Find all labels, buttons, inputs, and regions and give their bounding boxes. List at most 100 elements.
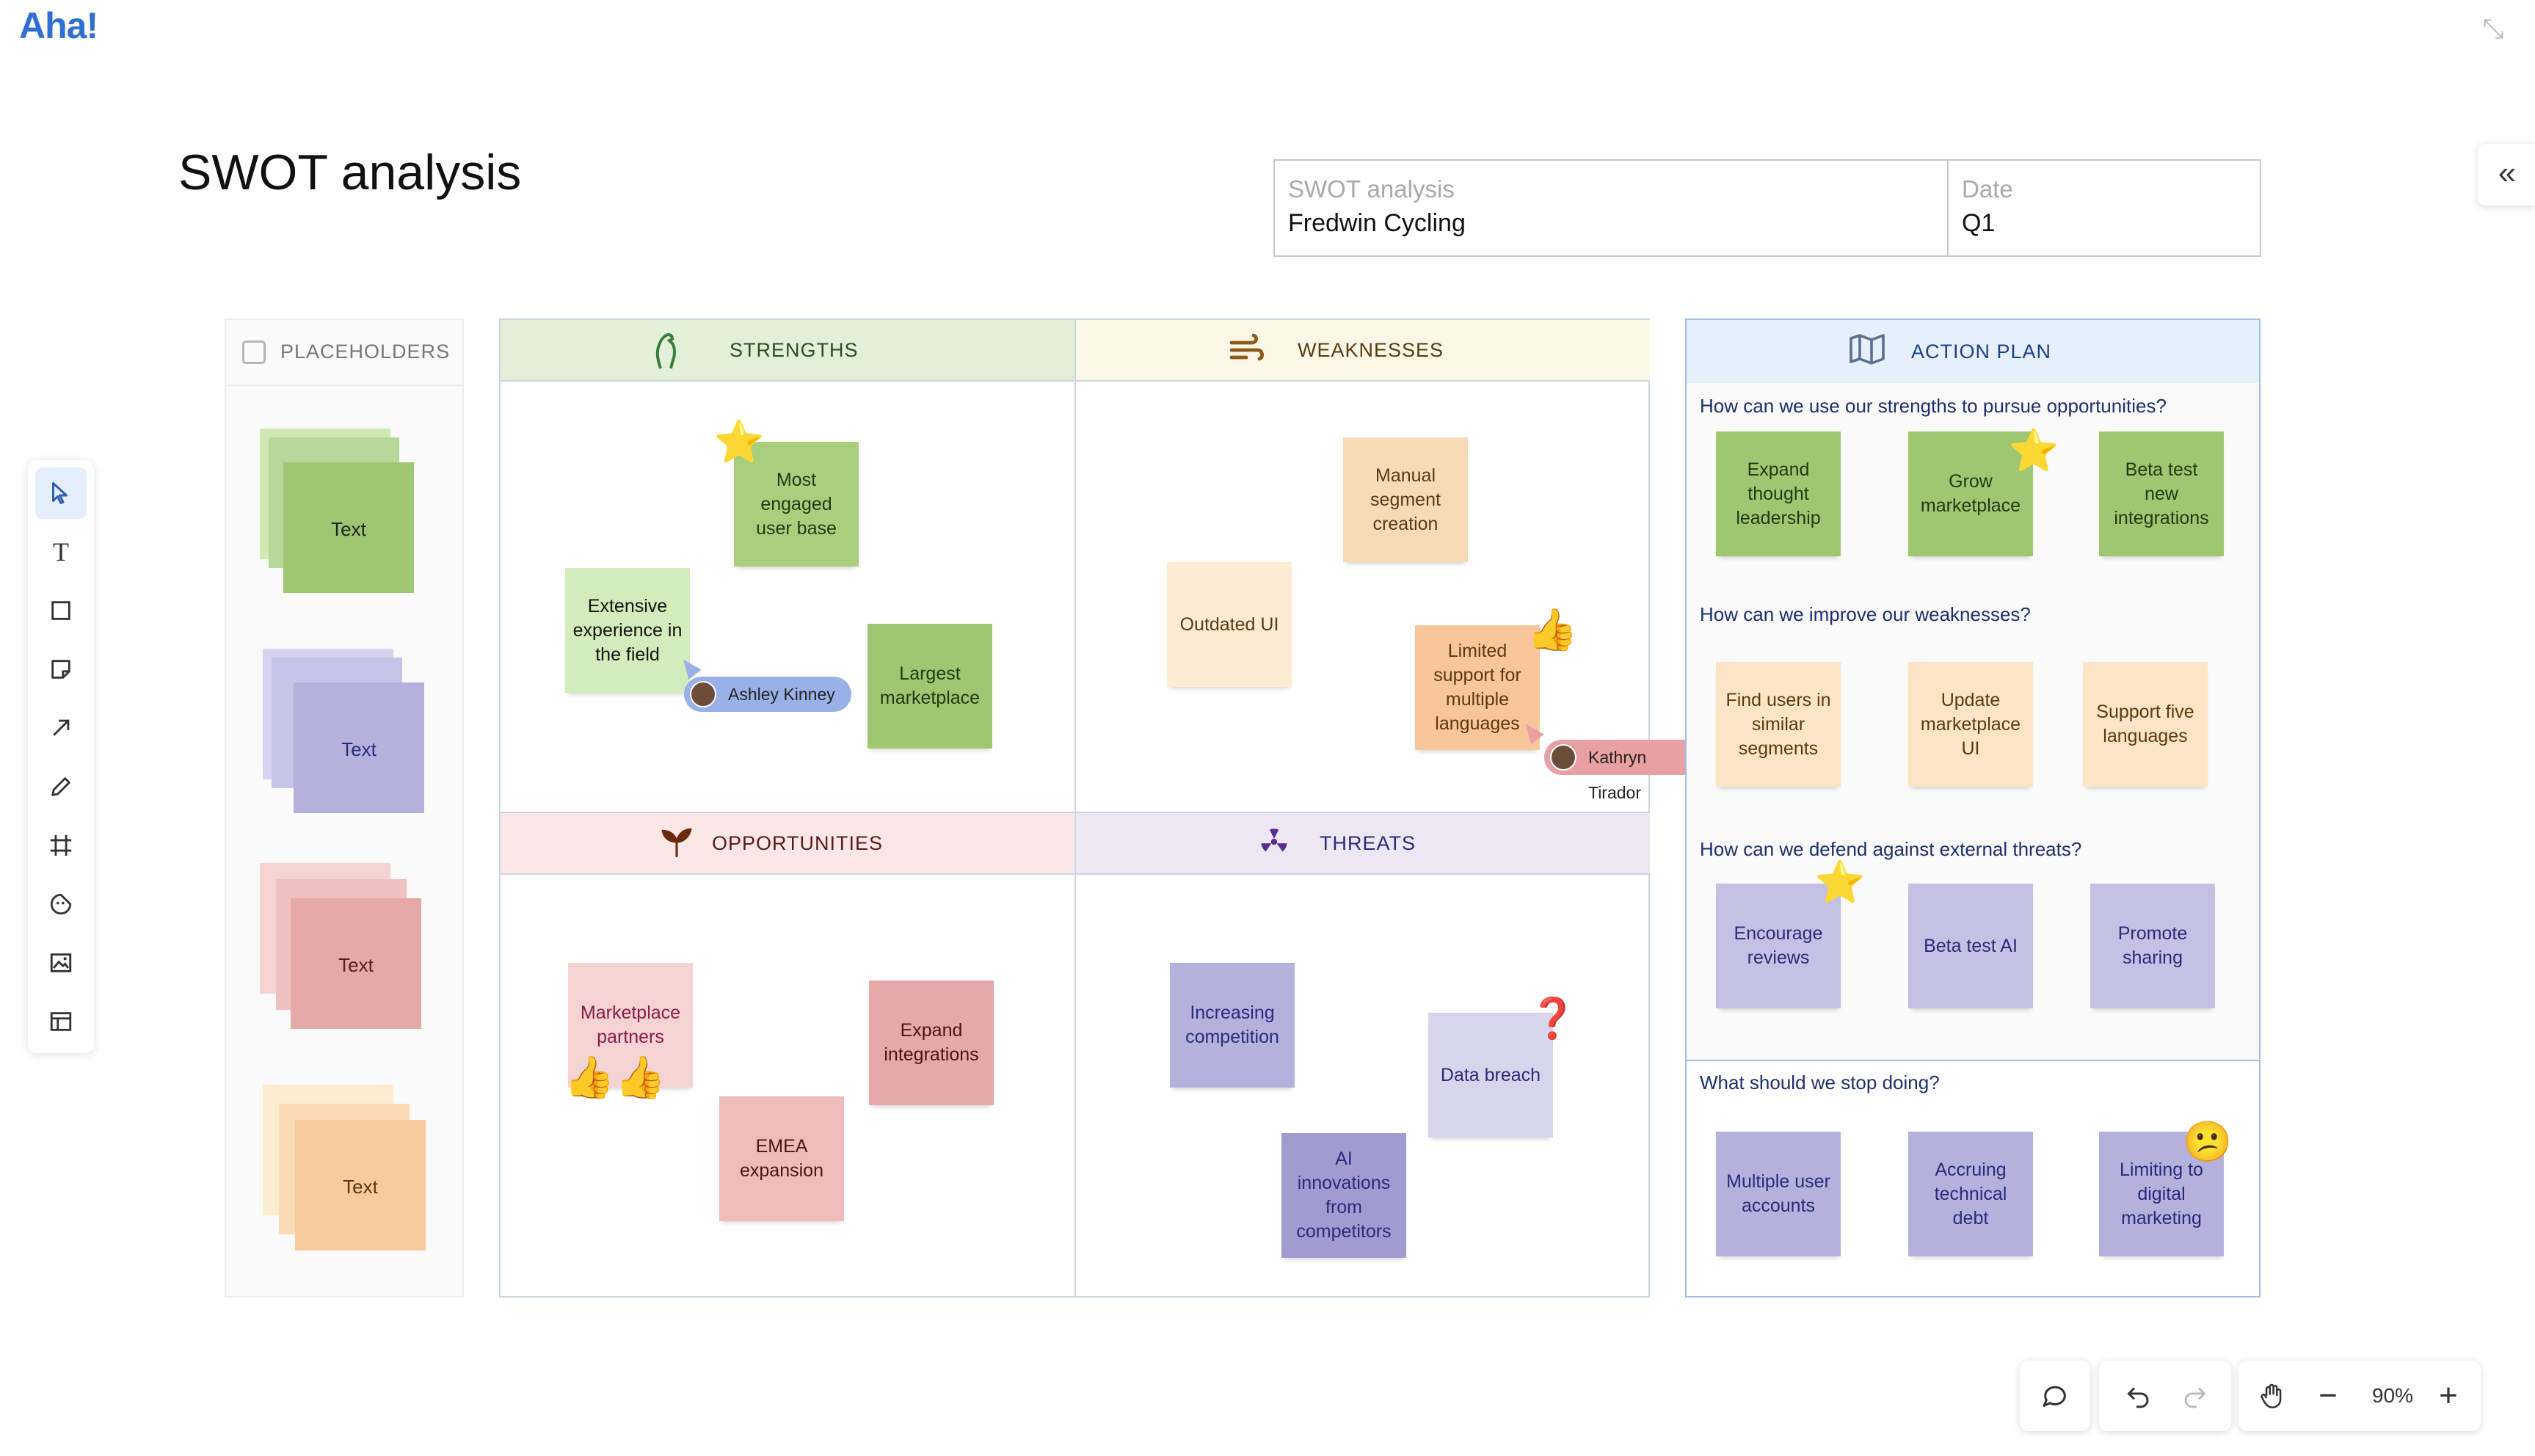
template-tool[interactable] — [35, 996, 87, 1047]
comment-button-group — [2020, 1361, 2090, 1431]
sticky-note[interactable]: Expand thought leadership — [1716, 432, 1841, 556]
map-icon — [1848, 332, 1886, 374]
frame-icon — [50, 834, 72, 856]
star-sticker-icon[interactable]: ⭐ — [713, 418, 765, 465]
placeholders-header: PLACEHOLDERS — [226, 320, 462, 386]
sticky-note-icon — [242, 341, 266, 364]
meta-name-value[interactable]: Fredwin Cycling — [1288, 209, 1466, 237]
star-sticker-icon[interactable]: ⭐ — [2008, 427, 2059, 473]
sticky-note[interactable]: AI innovations from competitors — [1281, 1133, 1406, 1258]
sticky-note[interactable]: Support five languages — [2083, 662, 2208, 787]
text-tool[interactable]: T — [35, 526, 87, 578]
action-plan-section: What should we stop doing? Multiple user… — [1687, 1060, 2259, 1297]
redo-button[interactable] — [2172, 1374, 2216, 1418]
placeholder-stack-purple[interactable]: Text — [263, 649, 424, 813]
sticky-note[interactable]: Increasing competition — [1170, 963, 1295, 1088]
comment-button[interactable] — [2033, 1374, 2077, 1418]
image-icon — [50, 953, 72, 972]
frame-tool[interactable] — [35, 820, 87, 871]
opportunities-quadrant: OPPORTUNITIES Marketplace partners 👍👍 Ex… — [501, 813, 1076, 1297]
placeholder-label: Text — [331, 518, 366, 540]
drawing-toolbar: T — [28, 460, 94, 1053]
sticky-note[interactable]: Beta test new integrations — [2099, 432, 2224, 556]
opportunities-header: OPPORTUNITIES — [501, 813, 1074, 875]
placeholder-stack-green[interactable]: Text — [260, 429, 414, 593]
thumbs-up-sticker-icon[interactable]: 👍 — [1527, 606, 1578, 652]
meta-date-value[interactable]: Q1 — [1962, 209, 1996, 237]
sticky-note[interactable]: EMEA expansion — [719, 1096, 844, 1221]
shape-tool[interactable] — [35, 585, 87, 636]
template-icon — [50, 1012, 72, 1031]
sticky-note[interactable]: Grow marketplace — [1908, 432, 2033, 556]
sticky-note[interactable]: Most engaged user base — [734, 442, 859, 567]
undo-button[interactable] — [2117, 1374, 2161, 1418]
action-plan-panel: ACTION PLAN How can we use our strengths… — [1685, 318, 2261, 1297]
avatar — [690, 681, 716, 707]
meta-name-cell[interactable]: SWOT analysis Fredwin Cycling — [1275, 161, 1949, 255]
board-meta-table: SWOT analysis Fredwin Cycling Date Q1 — [1273, 159, 2261, 257]
sticker-tool[interactable] — [35, 878, 87, 930]
sticky-note[interactable]: Accruing technical debt — [1908, 1132, 2033, 1256]
placeholder-label: Text — [341, 738, 377, 760]
expand-panel-button[interactable]: « — [2478, 144, 2535, 205]
star-sticker-icon[interactable]: ⭐ — [1814, 859, 1866, 905]
sticky-note[interactable]: Promote sharing — [2090, 884, 2215, 1008]
sticky-note[interactable]: Manual segment creation — [1343, 437, 1468, 562]
zoom-out-button[interactable]: − — [2306, 1374, 2350, 1418]
section-question: What should we stop doing? — [1700, 1071, 1940, 1093]
zoom-out-icon: − — [2318, 1377, 2338, 1413]
zoom-level[interactable]: 90% — [2371, 1384, 2414, 1407]
placeholder-stack-orange[interactable]: Text — [263, 1085, 426, 1251]
action-plan-section: How can we improve our weaknesses? Find … — [1687, 592, 2259, 828]
sticky-note[interactable]: Limited support for multiple languages — [1415, 625, 1540, 750]
meta-date-cell[interactable]: Date Q1 — [1949, 161, 2260, 255]
zoom-in-icon: + — [2439, 1377, 2458, 1413]
weaknesses-quadrant: WEAKNESSES Manual segment creation Outda… — [1076, 320, 1701, 813]
sticky-note[interactable]: Find users in similar segments — [1716, 662, 1841, 787]
strengths-quadrant: STRENGTHS Most engaged user base ⭐ Exten… — [501, 320, 1076, 813]
page-title: SWOT analysis — [178, 145, 522, 200]
exit-fullscreen-icon[interactable]: ⤡ — [2482, 13, 2504, 43]
swot-grid: STRENGTHS Most engaged user base ⭐ Exten… — [499, 318, 1701, 1297]
sticky-note[interactable]: Data breach — [1428, 1013, 1553, 1138]
threats-quadrant: THREATS Increasing competition Data brea… — [1076, 813, 1650, 1297]
undo-icon — [2127, 1387, 2149, 1408]
sticky-note[interactable]: Marketplace partners — [568, 963, 693, 1088]
collaborator-name: Ashley Kinney — [728, 685, 835, 704]
history-button-group — [2099, 1361, 2231, 1431]
app-logo[interactable]: Aha! — [19, 5, 98, 46]
comment-icon — [2043, 1386, 2066, 1407]
question-mark-sticker-icon[interactable]: ❓ — [1528, 997, 1578, 1041]
sticky-note[interactable]: Limiting to digital marketing — [2099, 1132, 2224, 1256]
placeholder-stack-red[interactable]: Text — [260, 863, 421, 1029]
wind-icon — [1227, 330, 1268, 371]
thumbs-up-sticker-icon[interactable]: 👍👍 — [564, 1054, 666, 1100]
sticky-note[interactable]: Largest marketplace — [868, 624, 992, 749]
double-chevron-left-icon: « — [2498, 155, 2517, 191]
zoom-in-button[interactable]: + — [2426, 1374, 2470, 1418]
sticky-note[interactable]: Outdated UI — [1167, 562, 1292, 687]
sticky-note[interactable]: Update marketplace UI — [1908, 662, 2033, 787]
confused-face-sticker-icon[interactable]: 😕 — [2183, 1120, 2233, 1164]
threats-title: THREATS — [1320, 832, 1416, 854]
section-question: How can we defend against external threa… — [1700, 838, 2082, 860]
sticky-note[interactable]: Expand integrations — [869, 980, 994, 1105]
hand-tool-button[interactable] — [2250, 1374, 2294, 1418]
sticky-note[interactable]: Multiple user accounts — [1716, 1132, 1841, 1256]
select-tool[interactable] — [35, 467, 87, 519]
strengths-header: STRENGTHS — [501, 320, 1074, 382]
sticky-note[interactable]: Beta test AI — [1908, 884, 2033, 1008]
shape-icon — [51, 601, 70, 620]
sticky-note[interactable]: Encourage reviews — [1716, 884, 1841, 1008]
collaborator-cursor: Ashley Kinney — [684, 677, 851, 712]
pen-icon — [51, 777, 70, 796]
pen-tool[interactable] — [35, 761, 87, 812]
avatar — [1550, 744, 1576, 771]
collaborator-cursor: Kathryn Tirador — [1544, 740, 1701, 802]
sticky-note-tool[interactable] — [35, 644, 87, 695]
action-plan-header: ACTION PLAN — [1687, 320, 2259, 385]
arrow-tool[interactable] — [35, 702, 87, 754]
sticky-note[interactable]: Extensive experience in the field — [565, 568, 690, 693]
action-plan-title: ACTION PLAN — [1911, 341, 2052, 363]
image-tool[interactable] — [35, 937, 87, 989]
